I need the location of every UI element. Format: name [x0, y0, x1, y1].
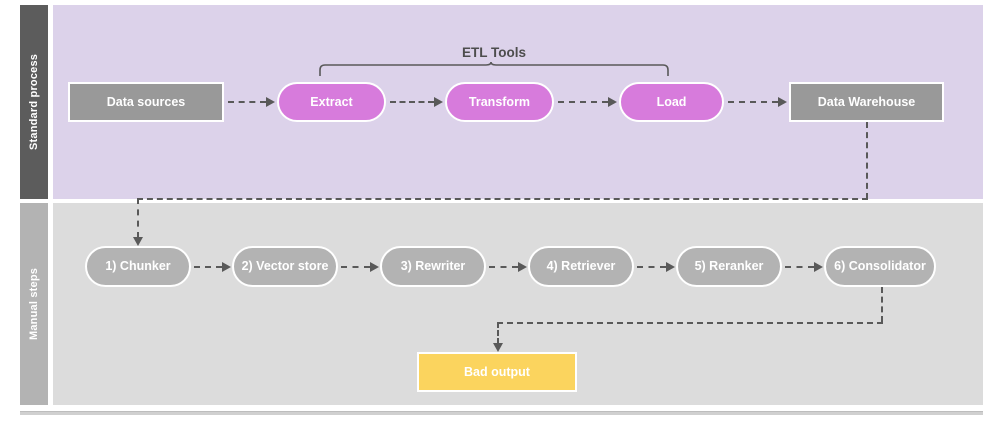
node-label-reranker: 5) Reranker — [694, 259, 764, 274]
connector-load-to-data-warehouse — [728, 101, 778, 103]
node-label-bad-output: Bad output — [464, 364, 530, 379]
connector-into-bad-output-vertical — [497, 322, 499, 344]
node-vector-store[interactable]: 2) Vector store — [232, 246, 338, 287]
node-label-extract: Extract — [310, 94, 353, 109]
connector-consolidator-to-bad-output-horizontal — [497, 322, 883, 324]
node-consolidator[interactable]: 6) Consolidator — [824, 246, 936, 287]
node-label-transform: Transform — [468, 94, 531, 109]
node-label-load: Load — [656, 94, 687, 109]
node-label-vector-store: 2) Vector store — [241, 259, 329, 274]
node-label-retriever: 4) Retriever — [546, 259, 616, 274]
node-retriever[interactable]: 4) Retriever — [528, 246, 634, 287]
connector-data-warehouse-to-chunker-horizontal — [137, 198, 868, 200]
node-label-data-warehouse: Data Warehouse — [817, 94, 916, 109]
node-data-warehouse[interactable]: Data Warehouse — [789, 82, 944, 122]
node-reranker[interactable]: 5) Reranker — [676, 246, 782, 287]
connector-consolidator-down — [881, 287, 883, 322]
arrowhead-load-to-data-warehouse — [778, 97, 787, 107]
connector-data-sources-to-extract — [228, 101, 266, 103]
etl-tools-brace-icon — [319, 62, 669, 76]
arrowhead-extract-to-transform — [434, 97, 443, 107]
arrowhead-vector-store-to-rewriter — [370, 262, 379, 272]
node-label-rewriter: 3) Rewriter — [400, 259, 466, 274]
node-bad-output[interactable]: Bad output — [417, 352, 577, 392]
connector-retriever-to-reranker — [637, 266, 666, 268]
connector-chunker-to-vector-store — [194, 266, 222, 268]
arrowhead-rewriter-to-retriever — [518, 262, 527, 272]
connector-into-chunker-vertical — [137, 198, 139, 238]
connector-reranker-to-consolidator — [785, 266, 814, 268]
node-load[interactable]: Load — [619, 82, 724, 122]
arrowhead-reranker-to-consolidator — [814, 262, 823, 272]
connector-data-warehouse-down — [866, 122, 868, 199]
etl-tools-group-label: ETL Tools — [462, 45, 526, 60]
swimlane-header-standard-process: Standard process — [20, 5, 48, 199]
node-label-consolidator: 6) Consolidator — [834, 259, 926, 274]
arrowhead-transform-to-load — [608, 97, 617, 107]
arrowhead-into-chunker — [133, 237, 143, 246]
connector-extract-to-transform — [390, 101, 434, 103]
arrowhead-retriever-to-reranker — [666, 262, 675, 272]
swimlane-label-standard-process: Standard process — [28, 53, 40, 151]
node-label-data-sources: Data sources — [106, 94, 186, 109]
node-data-sources[interactable]: Data sources — [68, 82, 224, 122]
connector-vector-store-to-rewriter — [341, 266, 370, 268]
swimlane-label-manual-steps: Manual steps — [28, 267, 40, 341]
node-label-chunker: 1) Chunker — [105, 259, 171, 274]
node-chunker[interactable]: 1) Chunker — [85, 246, 191, 287]
arrowhead-into-bad-output — [493, 343, 503, 352]
arrowhead-data-sources-to-extract — [266, 97, 275, 107]
node-extract[interactable]: Extract — [277, 82, 386, 122]
arrowhead-chunker-to-vector-store — [222, 262, 231, 272]
swimlane-header-manual-steps: Manual steps — [20, 203, 48, 405]
bottom-divider-rule — [20, 411, 983, 415]
node-rewriter[interactable]: 3) Rewriter — [380, 246, 486, 287]
connector-transform-to-load — [558, 101, 608, 103]
node-transform[interactable]: Transform — [445, 82, 554, 122]
connector-rewriter-to-retriever — [489, 266, 518, 268]
